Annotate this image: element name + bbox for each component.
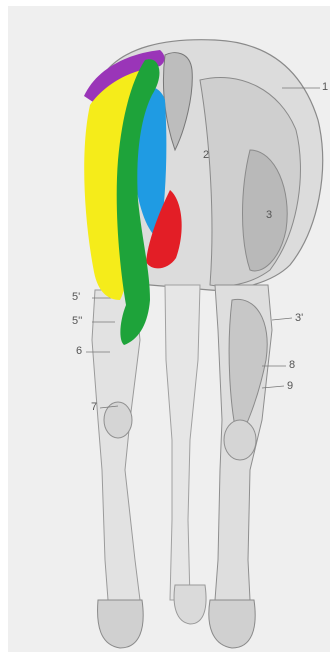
label-9: 9 bbox=[287, 381, 293, 392]
label-3-prime: 3' bbox=[295, 313, 303, 324]
label-7: 7 bbox=[91, 402, 97, 413]
leader-3p bbox=[272, 318, 292, 320]
inner-leg bbox=[165, 285, 200, 600]
right-hock bbox=[224, 420, 256, 460]
label-6: 6 bbox=[76, 346, 82, 357]
background-hoof bbox=[174, 585, 206, 624]
label-8: 8 bbox=[289, 360, 295, 371]
label-5-double-prime: 5'' bbox=[72, 316, 82, 327]
left-hoof bbox=[98, 600, 144, 648]
label-5-prime: 5' bbox=[72, 292, 80, 303]
label-2: 2 bbox=[203, 150, 209, 161]
right-hoof bbox=[209, 600, 255, 648]
label-3: 3 bbox=[266, 210, 272, 221]
label-1: 1 bbox=[322, 82, 328, 93]
